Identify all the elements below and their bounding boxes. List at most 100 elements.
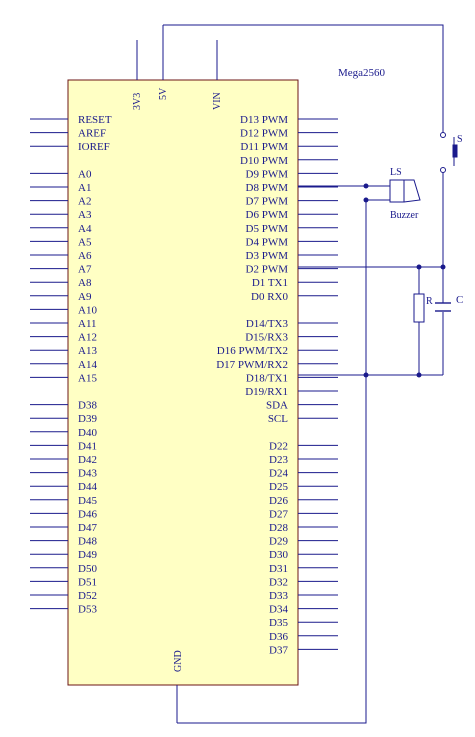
right-pin-label: D34 [269, 604, 288, 616]
junction-d2-c [440, 264, 446, 270]
right-pin-label: D28 [269, 522, 288, 534]
right-pin-label: D0 RX0 [251, 291, 288, 303]
right-pin-label: D18/TX1 [246, 372, 288, 384]
top-pin-label-vin: VIN [212, 92, 223, 110]
wire-5v-to-switch [163, 24, 444, 133]
buzzer-name-label: Buzzer [390, 210, 419, 221]
left-pin-label: D42 [78, 454, 97, 466]
resistor-label: R [426, 296, 433, 307]
right-pin-label: D4 PWM [246, 236, 289, 248]
right-pin-label: D8 PWM [246, 182, 289, 194]
right-pin-label: D37 [269, 644, 288, 656]
left-pin-label: A6 [78, 250, 92, 262]
capacitor-label: C [456, 294, 463, 306]
wire-buzzer-to-gnd [177, 199, 390, 724]
right-pin-label: D17 PWM/RX2 [216, 359, 288, 371]
right-pin-label: D15/RX3 [245, 332, 288, 344]
left-pin-label: A14 [78, 359, 97, 371]
right-pin-label: D26 [269, 495, 288, 507]
right-pin-label: D29 [269, 536, 288, 548]
left-pin-label: D48 [78, 536, 97, 548]
left-pin-label: D47 [78, 522, 97, 534]
right-pin-label: D1 TX1 [252, 277, 288, 289]
right-pin-label: D32 [269, 576, 288, 588]
bottom-pin-label-gnd: GND [173, 650, 184, 672]
capacitor [435, 302, 451, 312]
left-pin-label: AREF [78, 128, 106, 140]
switch-label: S [457, 134, 463, 145]
right-pin-label: D16 PWM/TX2 [217, 345, 288, 357]
left-pin-label: RESET [78, 114, 112, 126]
left-pin-label: A9 [78, 291, 92, 303]
left-pin-label: A8 [78, 277, 92, 289]
buzzer-ref-label: LS [390, 167, 402, 178]
junction-d18-gnd [363, 372, 369, 378]
left-pin-label: D52 [78, 590, 97, 602]
board-body [67, 79, 299, 686]
left-pin-label: A13 [78, 345, 97, 357]
left-pin-label: D49 [78, 549, 97, 561]
buzzer [389, 179, 421, 203]
junction-d8 [363, 183, 369, 189]
resistor [413, 293, 425, 323]
right-pin-label: D10 PWM [240, 155, 288, 167]
right-pin-label: D30 [269, 549, 288, 561]
right-pin-label: SDA [266, 400, 288, 412]
left-pin-group: RESETAREFIOREFA0A1A2A3A4A5A6A7A8A9A10A11… [30, 114, 112, 616]
right-pin-label: D7 PWM [246, 196, 289, 208]
left-pin-label: A7 [78, 264, 92, 276]
left-pin-label: D44 [78, 481, 97, 493]
left-pin-label: A12 [78, 332, 97, 344]
top-pins [136, 25, 218, 723]
left-pin-label: D39 [78, 413, 97, 425]
junctions [363, 183, 446, 378]
switch-contact-top [440, 132, 446, 138]
right-pin-label: D2 PWM [246, 264, 289, 276]
right-pin-label: D12 PWM [240, 128, 288, 140]
junction-r-bottom [416, 372, 422, 378]
right-pin-label: D22 [269, 440, 288, 452]
left-pin-label: D51 [78, 576, 97, 588]
left-pin-label: A15 [78, 372, 97, 384]
left-pin-label: A5 [78, 236, 92, 248]
right-pin-label: D13 PWM [240, 114, 288, 126]
right-pin-label: D25 [269, 481, 288, 493]
left-pin-label: D46 [78, 508, 97, 520]
switch-actuator [452, 144, 458, 158]
right-pin-label: D19/RX1 [245, 386, 288, 398]
left-pin-label: IOREF [78, 141, 110, 153]
right-pin-label: D27 [269, 508, 288, 520]
right-pin-label: D31 [269, 563, 288, 575]
top-pin-label-3v3: 3V3 [132, 93, 143, 110]
buzzer-body [389, 179, 405, 203]
left-pin-label: D53 [78, 604, 97, 616]
left-pin-label: A2 [78, 196, 91, 208]
pushbutton-switch [440, 132, 458, 173]
left-pin-label: D41 [78, 440, 97, 452]
top-pin-label-5v: 5V [158, 87, 169, 100]
right-pin-label: D36 [269, 631, 288, 643]
right-pin-label: D33 [269, 590, 288, 602]
right-pin-label: SCL [268, 413, 288, 425]
left-pin-label: A4 [78, 223, 92, 235]
left-pin-label: D38 [78, 400, 97, 412]
board-title: Mega2560 [338, 67, 386, 79]
left-pin-label: D40 [78, 427, 97, 439]
right-pin-label: D3 PWM [246, 250, 289, 262]
right-pin-label: D6 PWM [246, 209, 289, 221]
buzzer-horn [403, 179, 421, 203]
right-pin-label: D9 PWM [246, 168, 289, 180]
junction-d2-r [416, 264, 422, 270]
left-pin-label: D45 [78, 495, 97, 507]
right-pin-label: D11 PWM [240, 141, 288, 153]
left-pin-label: A1 [78, 182, 91, 194]
right-pin-label: D23 [269, 454, 288, 466]
left-pin-label: A11 [78, 318, 97, 330]
right-pin-label: D14/TX3 [246, 318, 289, 330]
left-pin-label: A0 [78, 168, 92, 180]
switch-contact-bottom [440, 167, 446, 173]
right-pin-label: D5 PWM [246, 223, 289, 235]
right-pin-label: D24 [269, 468, 288, 480]
